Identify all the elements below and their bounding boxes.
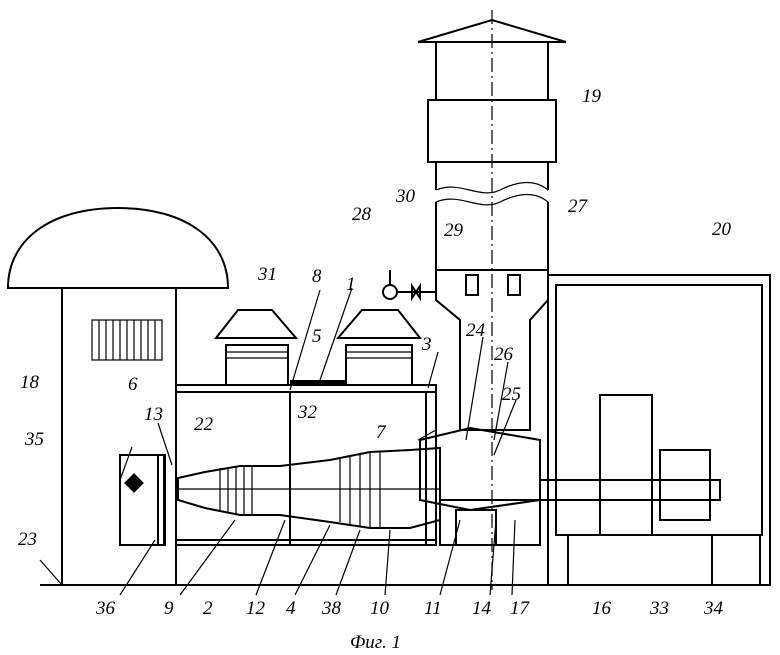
figure-caption: Фиг. 1 bbox=[350, 632, 401, 653]
label-28: 28 bbox=[352, 204, 372, 225]
roof-fan-right bbox=[335, 309, 423, 386]
label-12: 12 bbox=[246, 598, 266, 619]
label-31: 31 bbox=[257, 264, 277, 285]
label-23: 23 bbox=[18, 529, 37, 550]
label-18: 18 bbox=[20, 372, 40, 393]
label-4: 4 bbox=[286, 598, 296, 619]
label-25: 25 bbox=[502, 384, 521, 405]
leader-lines bbox=[119, 287, 517, 596]
label-17: 17 bbox=[510, 598, 531, 619]
label-16: 16 bbox=[592, 598, 612, 619]
power-turbine-housing bbox=[419, 426, 541, 546]
label-32: 32 bbox=[297, 402, 318, 423]
inlet-box bbox=[119, 454, 166, 546]
label-8: 8 bbox=[312, 266, 322, 287]
air-intake-house bbox=[6, 206, 230, 586]
label-26: 26 bbox=[494, 344, 514, 365]
label-29: 29 bbox=[444, 220, 464, 241]
part-labels: 19 30 27 28 29 20 31 8 1 5 24 3 26 18 6 … bbox=[18, 86, 732, 619]
label-38: 38 bbox=[321, 598, 342, 619]
roof-panel bbox=[290, 380, 346, 385]
label-27: 27 bbox=[568, 196, 589, 217]
exhaust-stack bbox=[417, 10, 567, 590]
label-24: 24 bbox=[466, 320, 486, 341]
label-14: 14 bbox=[472, 598, 492, 619]
label-36: 36 bbox=[95, 598, 116, 619]
label-13: 13 bbox=[144, 404, 163, 425]
label-6: 6 bbox=[128, 374, 138, 395]
label-10: 10 bbox=[370, 598, 390, 619]
gas-turbine-engine bbox=[177, 446, 441, 529]
label-33: 33 bbox=[649, 598, 669, 619]
label-22: 22 bbox=[194, 414, 214, 435]
label-9: 9 bbox=[164, 598, 174, 619]
label-20: 20 bbox=[712, 219, 732, 240]
label-35: 35 bbox=[24, 429, 44, 450]
label-3: 3 bbox=[421, 334, 432, 355]
label-19: 19 bbox=[582, 86, 602, 107]
label-5: 5 bbox=[312, 326, 322, 347]
roof-fan-left bbox=[213, 309, 299, 386]
label-30: 30 bbox=[395, 186, 416, 207]
label-1: 1 bbox=[346, 274, 356, 295]
label-7: 7 bbox=[376, 422, 387, 443]
generator-compartment bbox=[539, 274, 771, 586]
gas-supply-line bbox=[382, 270, 436, 302]
label-11: 11 bbox=[424, 598, 442, 619]
label-2: 2 bbox=[203, 598, 213, 619]
label-34: 34 bbox=[703, 598, 724, 619]
